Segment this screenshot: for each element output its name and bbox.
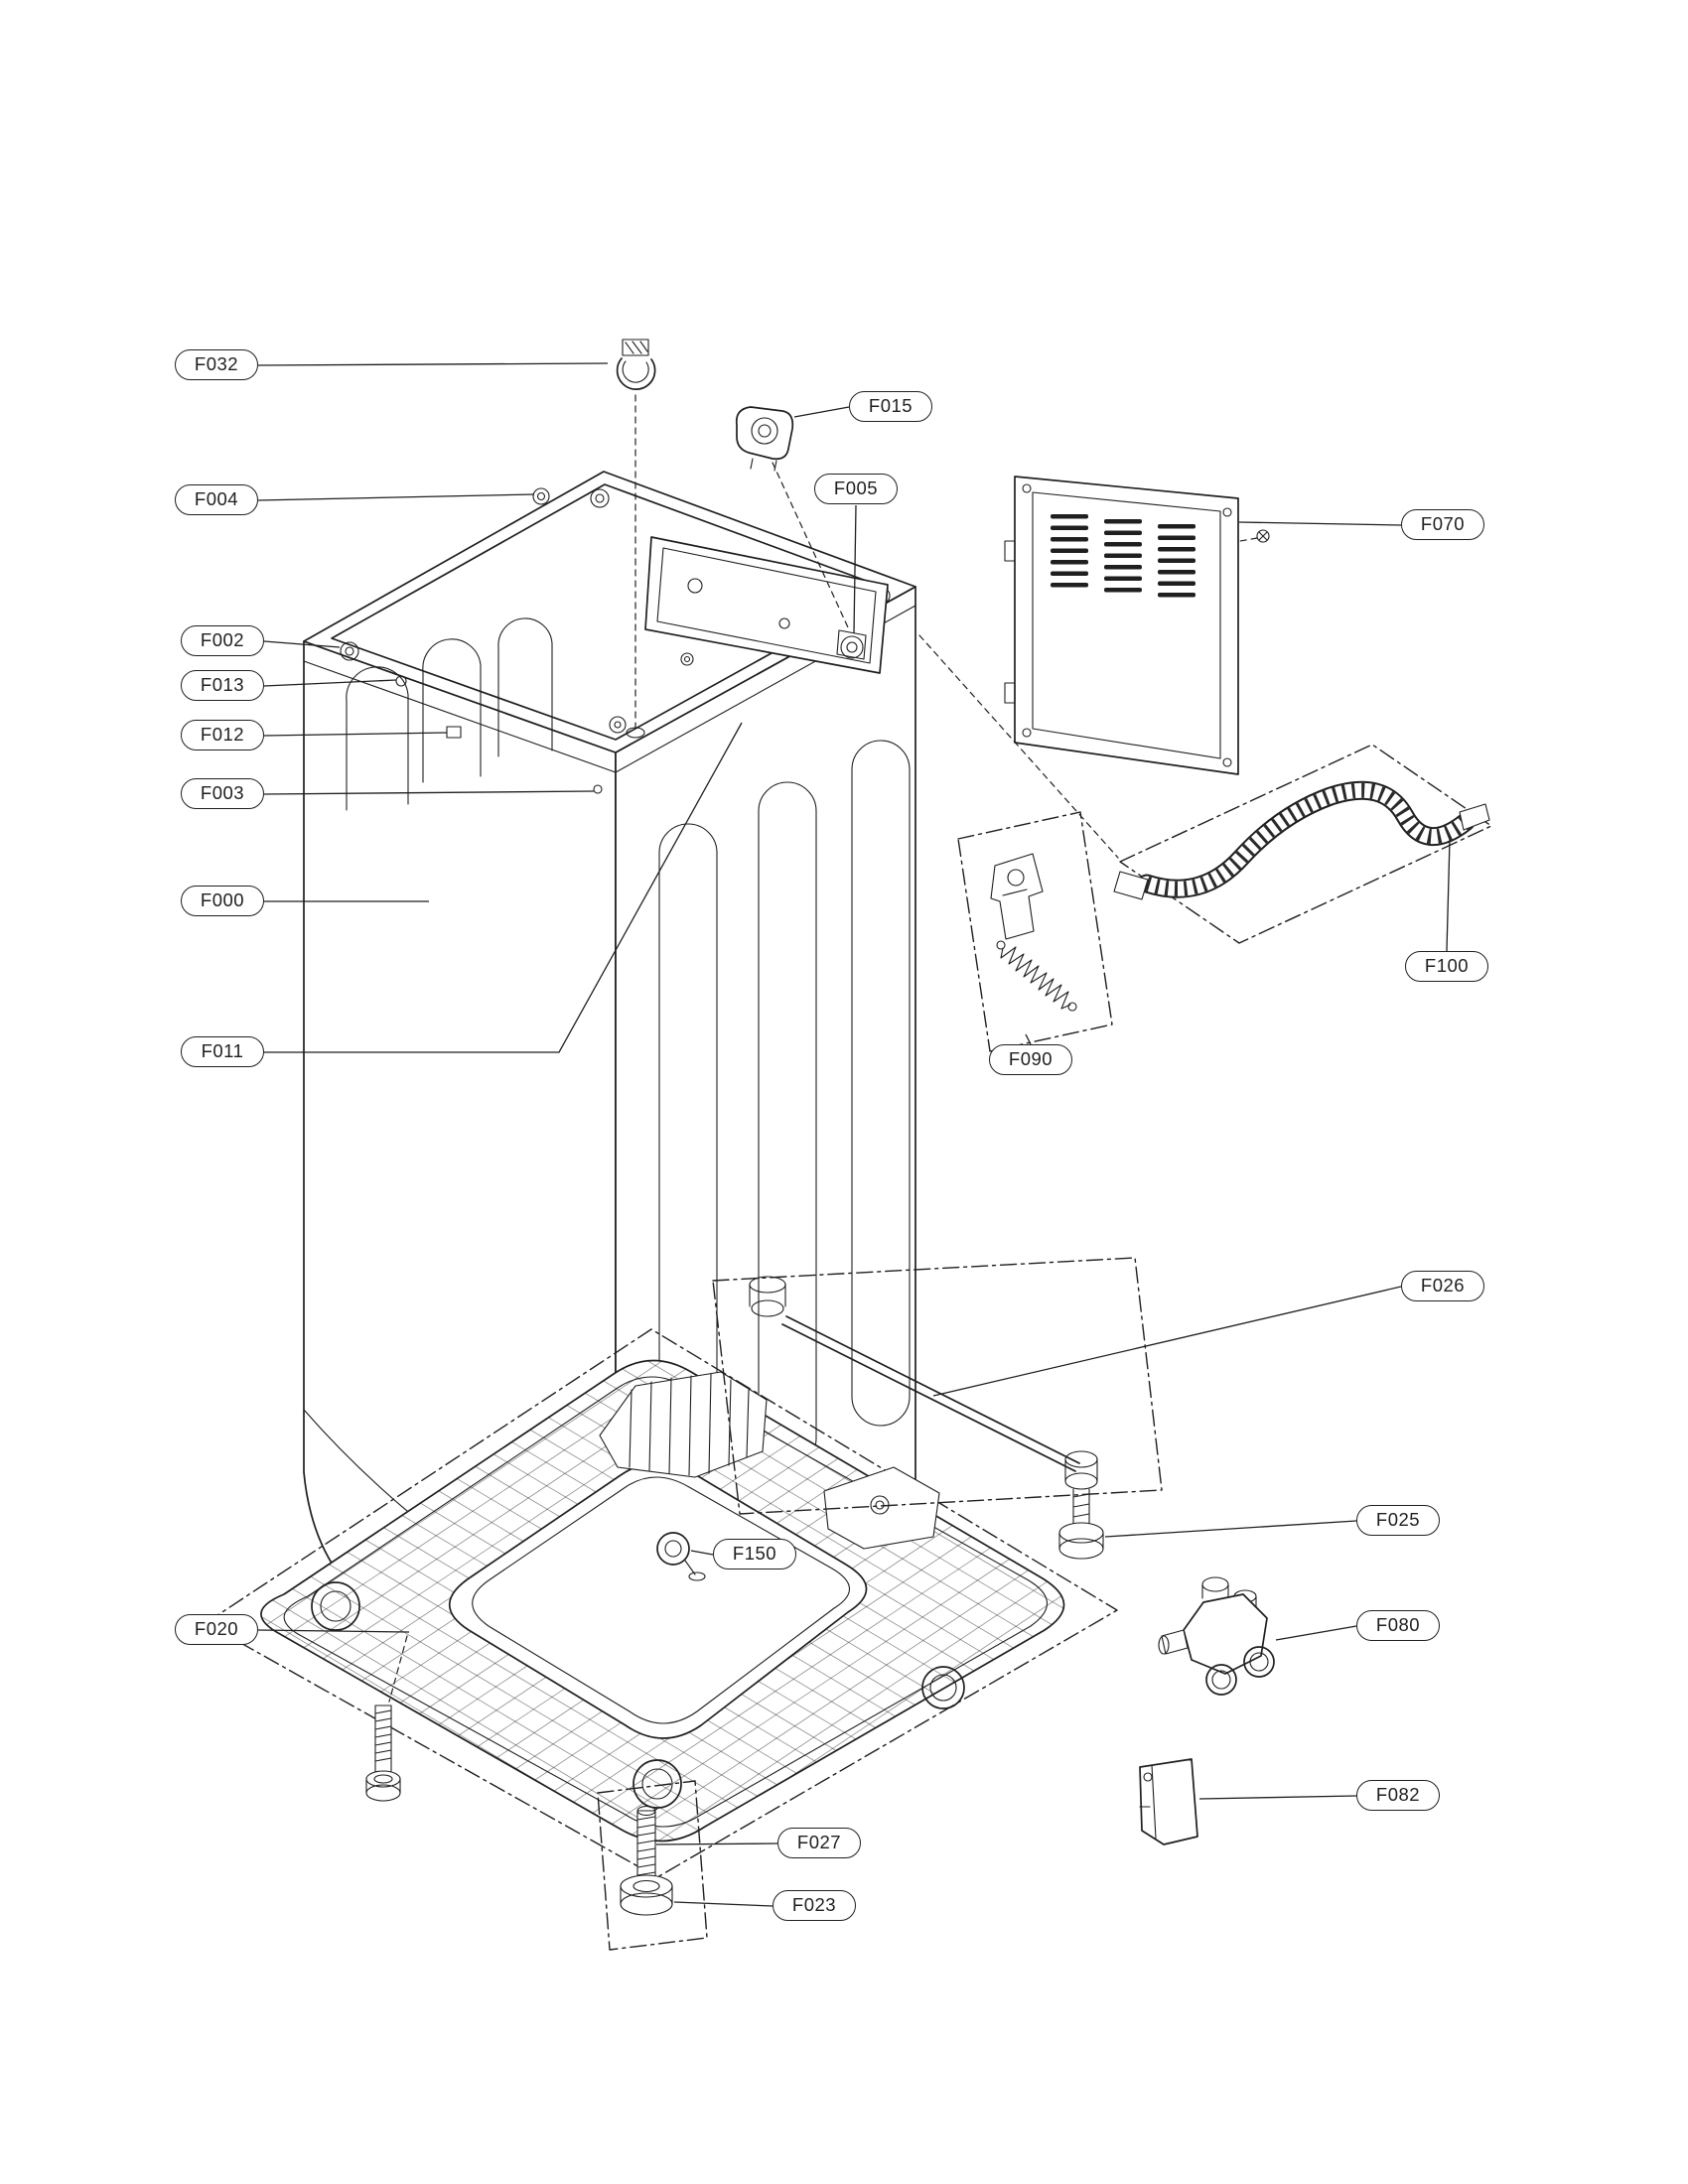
part-callout-f082: F082	[1356, 1780, 1440, 1811]
part-callout-f080: F080	[1356, 1610, 1440, 1641]
part-callout-f002: F002	[181, 625, 264, 656]
back-panel-drawing	[1004, 476, 1270, 775]
clamp-drawing	[616, 339, 656, 739]
roller-drawing	[656, 1532, 706, 1581]
leader-line-f080	[1275, 1625, 1357, 1641]
drain-hose-drawing	[918, 634, 1492, 944]
leader-line-f002	[263, 640, 341, 648]
leader-line-f011	[264, 722, 743, 1053]
part-callout-f013: F013	[181, 670, 264, 701]
part-callout-f027: F027	[777, 1828, 861, 1858]
leader-line-f012	[263, 732, 448, 737]
part-callout-f011: F011	[181, 1036, 264, 1067]
leader-line-f027	[655, 1843, 778, 1845]
part-callout-f032: F032	[175, 349, 258, 380]
base-bolt-drawing	[365, 1635, 408, 1802]
part-callout-f000: F000	[181, 886, 264, 916]
leader-line-f020	[257, 1629, 410, 1633]
part-callout-f150: F150	[713, 1539, 796, 1570]
damper-rod-drawing	[712, 1257, 1163, 1560]
part-callout-f026: F026	[1401, 1271, 1484, 1301]
leader-lines	[257, 362, 1451, 1907]
leader-line-f005	[853, 504, 857, 634]
part-callout-f012: F012	[181, 720, 264, 751]
leader-line-f003	[263, 790, 595, 795]
leader-line-f100	[1446, 839, 1451, 952]
inlet-valve-drawing	[1158, 1576, 1275, 1696]
part-callout-f023: F023	[773, 1890, 856, 1921]
part-callout-f004: F004	[175, 484, 258, 515]
top-plate-drawing	[644, 536, 889, 674]
leader-line-f025	[1104, 1520, 1357, 1538]
leveling-leg-drawing	[1058, 1450, 1104, 1560]
leader-line-f004	[257, 493, 535, 501]
bracket-plate-drawing	[1139, 1758, 1198, 1845]
part-callout-f025: F025	[1356, 1505, 1440, 1536]
part-callout-f020: F020	[175, 1614, 258, 1645]
part-callout-f015: F015	[849, 391, 932, 422]
part-callout-f003: F003	[181, 778, 264, 809]
leader-line-f082	[1198, 1795, 1357, 1800]
part-callout-f090: F090	[989, 1044, 1072, 1075]
leader-line-f013	[263, 679, 397, 687]
hose-connection-line	[918, 634, 1119, 859]
leader-line-f090	[1025, 1033, 1032, 1045]
leader-line-f015	[793, 406, 850, 418]
leader-line-f070	[1238, 521, 1402, 526]
part-callout-f070: F070	[1401, 509, 1484, 540]
leveling-foot-drawing	[597, 1780, 708, 1951]
leader-line-f150	[690, 1550, 714, 1556]
spring-coil	[1000, 946, 1071, 1010]
panel-screw-drawing	[1239, 529, 1270, 543]
leader-line-f026	[932, 1286, 1402, 1397]
small-bracket-drawing	[735, 406, 849, 628]
leader-line-f032	[257, 362, 609, 366]
vent-slots	[1051, 514, 1196, 598]
part-callout-f005: F005	[814, 474, 898, 504]
leader-line-f023	[673, 1901, 774, 1907]
spring-kit-drawing	[957, 811, 1113, 1052]
part-callout-f100: F100	[1405, 951, 1488, 982]
